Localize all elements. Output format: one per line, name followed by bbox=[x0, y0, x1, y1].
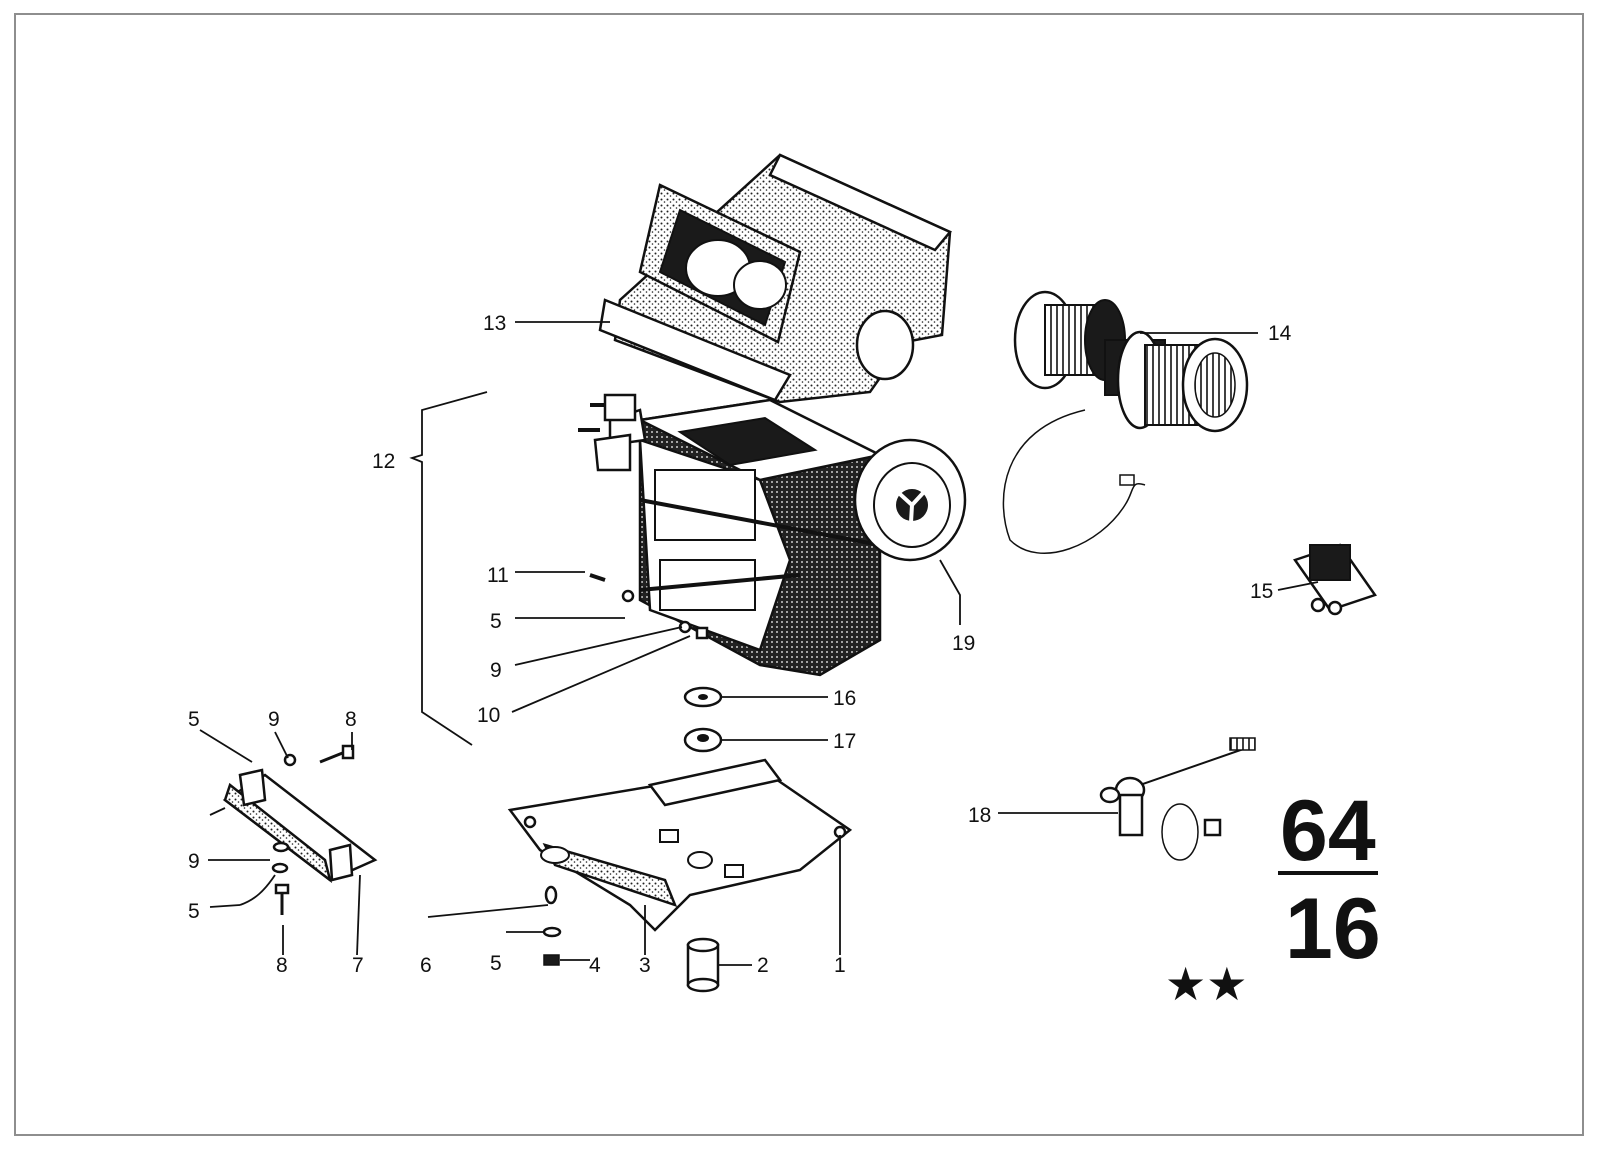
callout-5: 5 bbox=[490, 952, 502, 975]
callout-2: 2 bbox=[757, 954, 769, 977]
side-bracket bbox=[222, 753, 378, 884]
callout-15: 15 bbox=[1250, 580, 1273, 603]
callout-4: 4 bbox=[589, 954, 601, 977]
callout-8: 8 bbox=[345, 708, 357, 731]
group-number: 64 bbox=[1280, 783, 1376, 879]
callout-16: 16 bbox=[833, 687, 856, 710]
callout-14: 14 bbox=[1268, 322, 1292, 345]
callout-5: 5 bbox=[490, 610, 502, 633]
callout-10: 10 bbox=[477, 704, 500, 727]
callout-6: 6 bbox=[420, 954, 432, 977]
callout-5: 5 bbox=[188, 900, 200, 923]
heater-valve bbox=[1099, 737, 1256, 861]
washers bbox=[683, 686, 723, 753]
connector bbox=[1293, 543, 1377, 616]
group-number-badge: 64 16 ★★ bbox=[1165, 783, 1381, 1011]
callout-17: 17 bbox=[833, 730, 856, 753]
upper-air-housing bbox=[598, 153, 953, 404]
blower-motor bbox=[1002, 290, 1249, 554]
sub-number: 16 bbox=[1285, 881, 1381, 977]
callout-12: 12 bbox=[372, 450, 395, 473]
callout-7: 7 bbox=[352, 954, 364, 977]
callout-9: 9 bbox=[268, 708, 280, 731]
callout-11: 11 bbox=[487, 564, 509, 587]
callout-19: 19 bbox=[952, 632, 975, 655]
mounting-bracket bbox=[507, 758, 853, 932]
callout-13: 13 bbox=[483, 312, 506, 335]
callout-8: 8 bbox=[276, 954, 288, 977]
callout-9: 9 bbox=[188, 850, 200, 873]
callout-3: 3 bbox=[639, 954, 651, 977]
heater-housing bbox=[578, 393, 967, 677]
callouts: 13 14 12 11 5 9 10 19 15 16 17 18 1 2 3 … bbox=[188, 312, 1292, 977]
rubber-mount bbox=[686, 937, 720, 993]
leader-lines bbox=[199, 321, 1319, 966]
fasteners bbox=[271, 573, 709, 966]
star-marks: ★★ bbox=[1165, 957, 1247, 1011]
callout-18: 18 bbox=[968, 804, 991, 827]
callout-5: 5 bbox=[188, 708, 200, 731]
callout-9: 9 bbox=[490, 659, 502, 682]
callout-1: 1 bbox=[834, 954, 846, 977]
